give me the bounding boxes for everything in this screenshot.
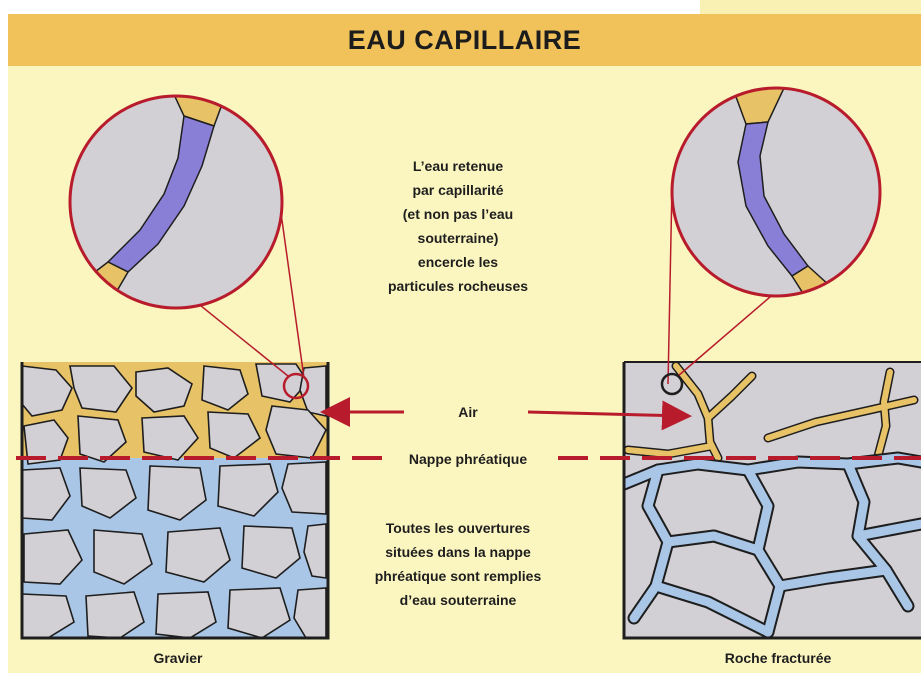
capillary-water-pocket <box>74 262 128 306</box>
label-line: encercle les <box>348 250 568 274</box>
label-line: situées dans la nappe <box>338 540 578 564</box>
label-line: d’eau souterraine <box>338 588 578 612</box>
header-bar: EAU CAPILLAIRE <box>8 14 921 66</box>
label-line: phréatique sont remplies <box>338 564 578 588</box>
gravel-caption: Gravier <box>98 646 258 670</box>
saturated-zone-label: Toutes les ouvertures situées dans la na… <box>338 516 578 612</box>
label-line: particules rocheuses <box>348 274 568 298</box>
rock-magnifier <box>662 86 880 394</box>
air-label: Air <box>408 400 528 424</box>
diagram-canvas: L’eau retenue par capillarité (et non pa… <box>8 66 921 673</box>
label-line: par capillarité <box>348 178 568 202</box>
fractured-rock-panel <box>624 362 921 638</box>
capillary-water-label: L’eau retenue par capillarité (et non pa… <box>348 154 568 298</box>
label-line: (et non pas l’eau <box>348 202 568 226</box>
fractured-rock-caption: Roche fracturée <box>688 646 868 670</box>
gravel-panel <box>22 362 328 638</box>
gravel-magnifier <box>70 86 308 398</box>
label-line: Toutes les ouvertures <box>338 516 578 540</box>
label-line: souterraine) <box>348 226 568 250</box>
label-line: L’eau retenue <box>348 154 568 178</box>
corner-tab <box>700 0 921 14</box>
page-title: EAU CAPILLAIRE <box>348 25 582 56</box>
water-table-label: Nappe phréatique <box>378 447 558 471</box>
